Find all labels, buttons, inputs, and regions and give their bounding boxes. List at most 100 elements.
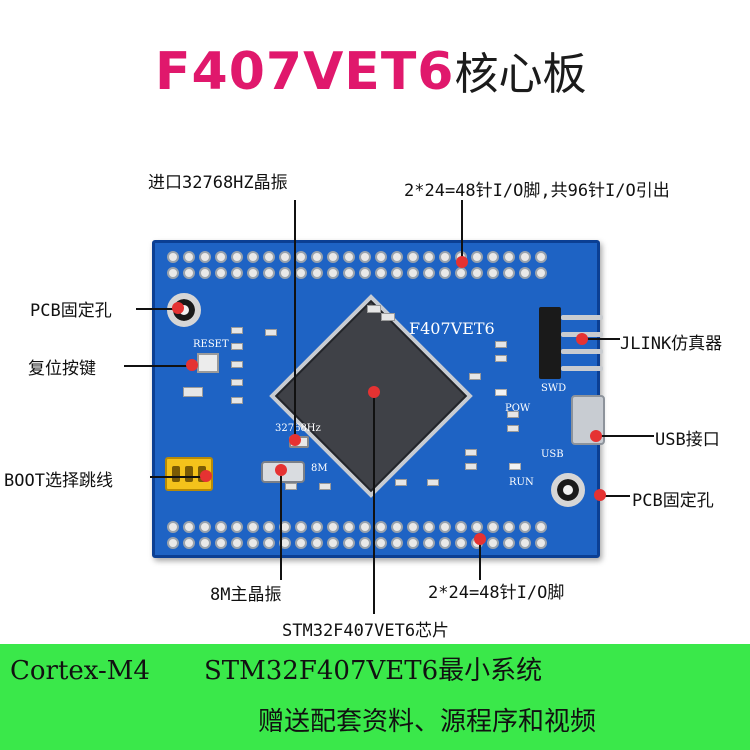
smd-part	[319, 483, 331, 490]
banner-gift: 赠送配套资料、源程序和视频	[258, 707, 597, 737]
header-pin	[519, 267, 531, 279]
smd-part	[231, 327, 243, 334]
marker-reset-key	[186, 359, 198, 371]
run-led	[509, 463, 521, 470]
header-pin	[535, 251, 547, 263]
silk-run: RUN	[509, 477, 534, 488]
header-pin	[295, 537, 307, 549]
header-pin	[423, 251, 435, 263]
header-pin	[503, 267, 515, 279]
marker-pcb-hole-left	[172, 302, 184, 314]
header-pin	[343, 267, 355, 279]
callout-boot-jumper: BOOT选择跳线	[4, 471, 113, 491]
header-pin	[535, 521, 547, 533]
header-pin	[167, 267, 179, 279]
header-pin	[439, 267, 451, 279]
smd-part	[495, 341, 507, 348]
header-pin	[167, 251, 179, 263]
header-pin	[455, 521, 467, 533]
leader-crystal-8m	[280, 476, 282, 580]
marker-pcb-hole-right	[594, 489, 606, 501]
header-pin	[423, 537, 435, 549]
leader-chip	[373, 392, 375, 614]
header-pin	[503, 521, 515, 533]
header-pin	[215, 537, 227, 549]
smd-part	[469, 373, 481, 380]
title-suffix: 核心板	[454, 49, 587, 100]
header-pin	[519, 537, 531, 549]
marker-boot-jumper	[200, 470, 212, 482]
top-pin-header	[165, 249, 549, 281]
header-pin	[263, 521, 275, 533]
promo-banner: Cortex-M4 STM32F407VET6最小系统 赠送配套资料、源程序和视频	[0, 644, 750, 750]
smd-part	[465, 449, 477, 456]
header-pin	[391, 267, 403, 279]
callout-io-top: 2*24=48针I/O脚,共96针I/O引出	[404, 181, 670, 201]
header-pin	[535, 267, 547, 279]
header-pin	[375, 521, 387, 533]
header-pin	[311, 251, 323, 263]
page-title: F407VET6核心板	[155, 38, 586, 102]
pcb-board: F407VET6 RESET 32768Hz 8M SWD POW RUN US…	[152, 240, 605, 558]
marker-chip	[368, 386, 380, 398]
header-pin	[407, 267, 419, 279]
header-pin	[199, 521, 211, 533]
smd-part	[265, 329, 277, 336]
smd-part	[183, 387, 203, 397]
header-pin	[327, 521, 339, 533]
header-pin	[231, 267, 243, 279]
header-pin	[327, 537, 339, 549]
title-model: F407VET6	[155, 42, 455, 102]
smd-part	[231, 397, 243, 404]
smd-part	[231, 379, 243, 386]
header-pin	[503, 251, 515, 263]
header-pin	[183, 251, 195, 263]
banner-line-1: Cortex-M4 STM32F407VET6最小系统	[10, 650, 542, 687]
header-pin	[183, 521, 195, 533]
swd-pin	[561, 315, 603, 320]
pow-led	[495, 389, 507, 396]
header-pin	[327, 267, 339, 279]
header-pin	[535, 537, 547, 549]
header-pin	[295, 251, 307, 263]
silk-pow: POW	[505, 403, 531, 414]
header-pin	[199, 267, 211, 279]
callout-jlink: JLINK仿真器	[620, 334, 723, 354]
banner-cortex: Cortex-M4	[10, 656, 150, 686]
header-pin	[487, 267, 499, 279]
header-pin	[311, 267, 323, 279]
callout-chip: STM32F407VET6芯片	[282, 621, 450, 641]
header-pin	[423, 521, 435, 533]
callout-reset-key: 复位按键	[28, 359, 96, 379]
header-pin	[471, 267, 483, 279]
leader-crystal-32k	[294, 200, 296, 440]
silk-swd: SWD	[541, 383, 567, 394]
header-pin	[247, 521, 259, 533]
header-pin	[407, 521, 419, 533]
banner-system: STM32F407VET6最小系统	[203, 656, 543, 686]
header-pin	[487, 521, 499, 533]
marker-jlink	[576, 333, 588, 345]
header-pin	[439, 251, 451, 263]
header-pin	[231, 521, 243, 533]
header-pin	[407, 251, 419, 263]
leader-pcb-hole-right	[600, 495, 630, 497]
header-pin	[375, 251, 387, 263]
silk-usb: USB	[541, 449, 564, 460]
header-pin	[407, 537, 419, 549]
header-pin	[503, 537, 515, 549]
header-pin	[215, 251, 227, 263]
header-pin	[167, 537, 179, 549]
header-pin	[391, 537, 403, 549]
header-pin	[471, 251, 483, 263]
header-pin	[263, 267, 275, 279]
smd-part	[507, 425, 519, 432]
silk-8m: 8M	[311, 463, 328, 474]
header-pin	[519, 521, 531, 533]
smd-part	[395, 479, 407, 486]
header-pin	[231, 537, 243, 549]
smd-part	[285, 483, 297, 490]
callout-crystal-32k: 进口32768HZ晶振	[148, 173, 288, 193]
header-pin	[455, 537, 467, 549]
smd-part	[465, 463, 477, 470]
